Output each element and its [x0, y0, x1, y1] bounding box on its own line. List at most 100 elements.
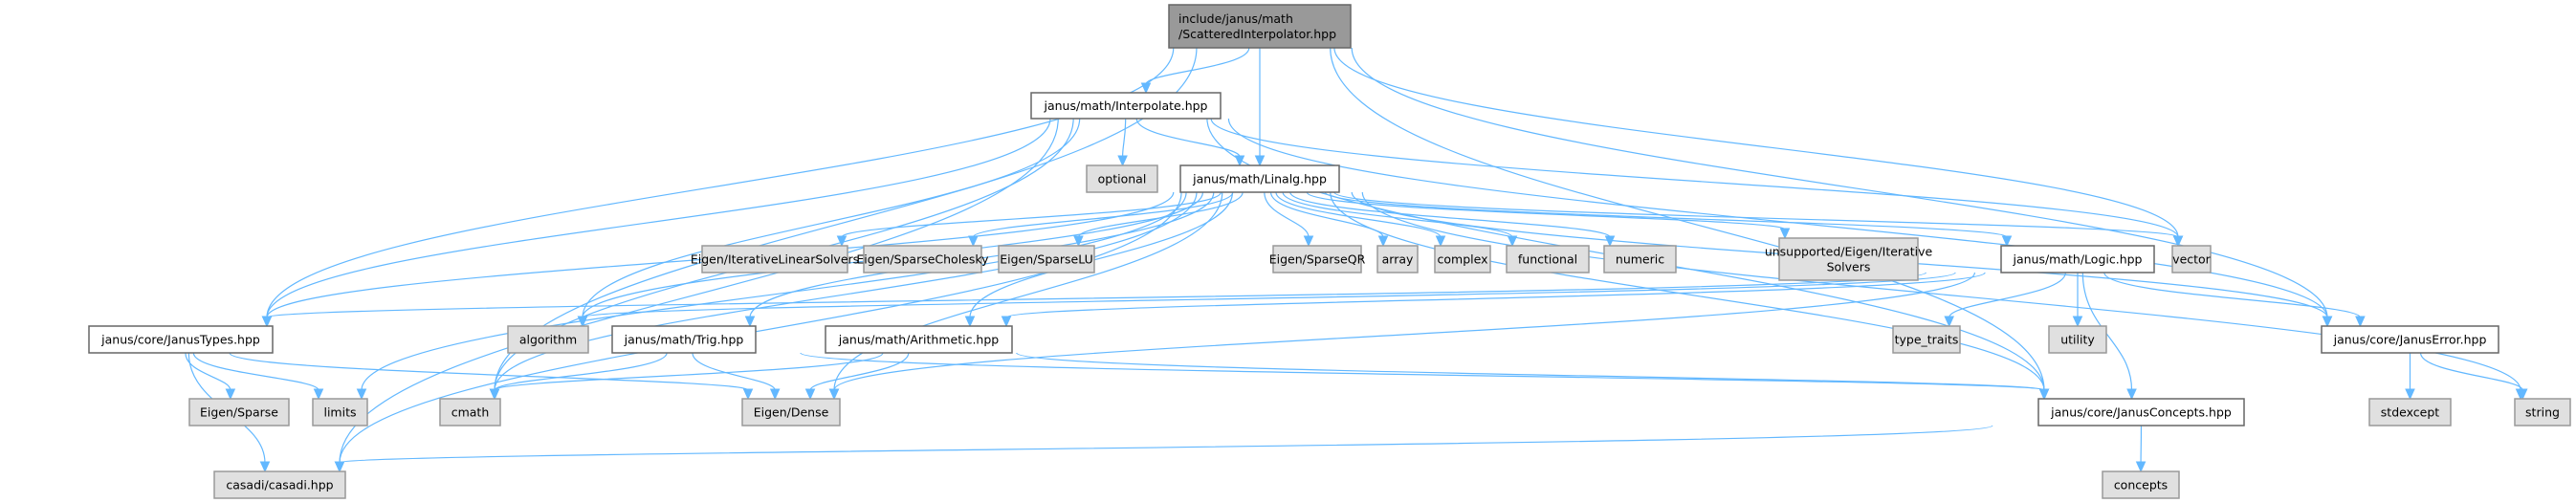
- edge-interpolate-to-janustypes: [266, 118, 1051, 318]
- edge-interpolate-to-linalg: [1135, 118, 1241, 158]
- node-box[interactable]: [611, 325, 757, 354]
- node-box: [2368, 398, 2452, 426]
- arrowhead-icon: [2126, 388, 2137, 401]
- node-label: Eigen/SparseCholesky: [856, 252, 989, 267]
- node-functional: functional: [1506, 245, 1590, 273]
- node-label: functional: [1518, 252, 1577, 267]
- node-label: array: [1382, 252, 1414, 267]
- node-label: casadi/casadi.hpp: [226, 478, 333, 492]
- node-box: [507, 325, 589, 354]
- arrowhead-icon: [2135, 461, 2147, 473]
- arrowhead-icon: [964, 316, 976, 328]
- node-box: [2171, 245, 2212, 273]
- node-box[interactable]: [88, 325, 274, 354]
- node-janus-core-janustypes-hpp[interactable]: janus/core/JanusTypes.hpp: [88, 325, 274, 354]
- arrowhead-icon: [744, 316, 756, 328]
- arrowhead-icon: [2072, 316, 2083, 328]
- arrowhead-icon: [836, 235, 848, 248]
- edge-linalg-to-vector: [1333, 191, 2179, 238]
- edge-arithmetic-to-concepts_hpp: [1016, 352, 2045, 391]
- node-box: [188, 398, 290, 426]
- node-janus-math-logic-hpp[interactable]: janus/math/Logic.hpp: [2000, 245, 2155, 273]
- node-box: [1434, 245, 1491, 273]
- node-label: Solvers: [1827, 260, 1871, 274]
- edge-trig-to-cmath: [494, 352, 668, 391]
- node-box[interactable]: [1030, 92, 1222, 120]
- node-label: limits: [323, 405, 356, 420]
- nodes-layer: include/janus/math/ScatteredInterpolator…: [88, 4, 2571, 499]
- arrowhead-icon: [1073, 235, 1084, 248]
- node-janus-core-januserror-hpp[interactable]: janus/core/JanusError.hpp: [2321, 325, 2499, 354]
- node-limits: limits: [312, 398, 368, 426]
- node-label: optional: [1098, 172, 1147, 186]
- edge-linalg-to-eigendense: [833, 191, 1223, 391]
- node-label: utility: [2060, 333, 2095, 347]
- node-box[interactable]: [825, 325, 1013, 354]
- node-type-traits: type_traits: [1892, 325, 1961, 354]
- node-janus-math-arithmetic-hpp[interactable]: janus/math/Arithmetic.hpp: [825, 325, 1013, 354]
- arrowhead-icon: [828, 388, 840, 401]
- edge-trig-to-eigendense: [692, 352, 776, 391]
- node-box[interactable]: [2321, 325, 2499, 354]
- edge-janustypes-to-eigendense: [229, 352, 749, 391]
- node-label: janus/core/JanusTypes.hpp: [100, 333, 260, 347]
- arrowhead-icon: [2517, 388, 2528, 401]
- node-label: unsupported/Eigen/Iterative: [1765, 245, 1933, 259]
- edge-logic-to-janustypes: [266, 272, 1926, 318]
- node-box: [1892, 325, 1961, 354]
- node-box: [213, 470, 346, 499]
- node-label: numeric: [1616, 252, 1664, 267]
- node-janus-math-interpolate-hpp[interactable]: janus/math/Interpolate.hpp: [1030, 92, 1222, 120]
- node-include-janus-math-scatteredinterpolator-hpp[interactable]: include/janus/math/ScatteredInterpolator…: [1168, 4, 1352, 49]
- arrowhead-icon: [489, 388, 500, 401]
- edge-interpolate-to-casadi: [339, 118, 1059, 464]
- node-concepts: concepts: [2102, 470, 2180, 499]
- arrowhead-icon: [2172, 235, 2184, 248]
- node-box: [1272, 245, 1362, 273]
- node-label: include/janus/math: [1178, 11, 1293, 26]
- edge-root-to-vector: [1333, 47, 2179, 238]
- node-eigen-iterativelinearsolvers: Eigen/IterativeLinearSolvers: [691, 245, 859, 273]
- arrowhead-icon: [1254, 155, 1266, 167]
- edge-linalg-to-complex: [1275, 191, 1442, 238]
- edge-interpolate-to-optional: [1122, 118, 1127, 158]
- arrowhead-icon: [1001, 316, 1012, 328]
- node-label: stdexcept: [2381, 405, 2439, 420]
- node-box: [439, 398, 501, 426]
- node-box[interactable]: [1179, 164, 1340, 193]
- edge-janustypes-to-limits: [192, 352, 319, 391]
- node-box: [2048, 325, 2107, 354]
- arrowhead-icon: [259, 461, 271, 473]
- node-box[interactable]: [2037, 398, 2245, 426]
- node-eigen-sparsecholesky: Eigen/SparseCholesky: [856, 245, 989, 273]
- edges-layer: [185, 47, 2528, 473]
- node-box[interactable]: [1168, 4, 1352, 49]
- node-box: [2102, 470, 2180, 499]
- node-label: vector: [2172, 252, 2212, 267]
- edge-linalg-to-logic: [1324, 191, 2008, 238]
- edge-logic-to-januserror: [2103, 272, 2361, 318]
- node-eigen-sparseqr: Eigen/SparseQR: [1269, 245, 1366, 273]
- node-cmath: cmath: [439, 398, 501, 426]
- node-janus-math-trig-hpp[interactable]: janus/math/Trig.hpp: [611, 325, 757, 354]
- node-label: janus/math/Trig.hpp: [624, 333, 744, 347]
- edge-janustypes-to-eigensparse: [185, 352, 231, 391]
- node-label: complex: [1438, 252, 1488, 267]
- edge-interpolate-to-algorithm: [582, 118, 1081, 318]
- arrowhead-icon: [769, 388, 781, 401]
- arrowhead-icon: [804, 388, 816, 401]
- node-label: cmath: [451, 405, 490, 420]
- arrowhead-icon: [1779, 228, 1791, 240]
- node-label: Eigen/SparseQR: [1269, 252, 1366, 267]
- node-janus-math-linalg-hpp[interactable]: janus/math/Linalg.hpp: [1179, 164, 1340, 193]
- node-box[interactable]: [2000, 245, 2155, 273]
- arrowhead-icon: [2001, 235, 2013, 248]
- arrowhead-icon: [1435, 235, 1446, 248]
- node-box: [863, 245, 982, 273]
- node-janus-core-janusconcepts-hpp[interactable]: janus/core/JanusConcepts.hpp: [2037, 398, 2245, 426]
- node-box: [741, 398, 841, 426]
- edge-linalg-to-arithmetic: [969, 191, 1234, 318]
- arrowhead-icon: [577, 316, 588, 328]
- node-label: Eigen/Dense: [754, 405, 829, 420]
